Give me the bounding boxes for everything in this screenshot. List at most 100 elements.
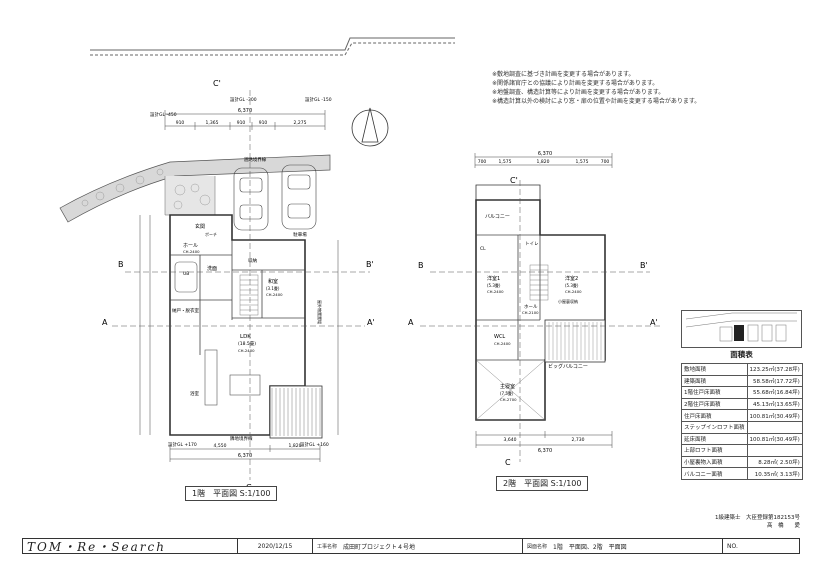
area-row-label: 建築面積: [681, 374, 748, 388]
area-row-label: ステップインロフト面積: [681, 420, 748, 434]
project-label: 工事名称: [317, 543, 338, 550]
section-mark-a-2f: A: [408, 318, 414, 327]
gl-mark-2: 設計GL -450: [150, 111, 177, 118]
note-3: ※地盤調査、構造計算等により計画を変更する場合があります。: [492, 89, 665, 96]
area-row: 上部ロフト面積: [681, 444, 803, 457]
section-mark-a-prime-2f: A': [650, 318, 658, 327]
room-cl: CL: [480, 246, 486, 252]
note-4: ※構造計算以外の検討により窓・扉の位置や計画を変更する場合があります。: [492, 98, 701, 105]
section-mark-c-prime-2f: C': [510, 176, 518, 185]
area-row-value: [746, 444, 803, 457]
room-ldk-ch: CH-2400: [238, 348, 255, 353]
room-master: 主寝室: [500, 383, 515, 390]
area-row-label: 上部ロフト面積: [681, 444, 748, 457]
room-hall-2f: ホール: [524, 304, 538, 310]
room-master-area: (7.5畳): [500, 390, 514, 396]
note-2: ※関係諸官庁との協議により計画を変更する場合があります。: [492, 80, 659, 87]
parking-area: [233, 164, 317, 231]
area-row-value: 100.81㎡(30.49坪): [746, 432, 803, 446]
room-hall-ch: CH-2400: [183, 249, 200, 254]
plan1-dim-top-3: 910: [237, 120, 246, 126]
project-cell: 工事名称 成田町プロジェクト４号地: [313, 539, 523, 553]
road-boundary: [90, 37, 455, 56]
gl-mark-4: 設計GL +170: [168, 441, 197, 448]
room-wcl-ch: CH-2400: [494, 341, 511, 346]
drawing-cell: 図面名称 1階 平面図、2階 平面図: [523, 539, 723, 553]
room-big-balcony: ビッグバルコニー: [548, 363, 588, 370]
outdoor-storage-label: 屋外物置置場: [317, 300, 323, 324]
area-row-value: 10.35㎡( 3.13坪): [746, 467, 803, 480]
area-row-label: 小屋裏物入面積: [681, 455, 748, 469]
room-master-ch: CH-2700: [500, 397, 517, 402]
wood-deck: [269, 385, 323, 439]
room-ub: UB: [183, 271, 189, 277]
room-toilet: トイレ: [525, 242, 539, 247]
section-mark-b-2f: B: [418, 261, 424, 270]
plan2-dim-top-3: 1,820: [537, 159, 550, 165]
section-mark-a: A: [102, 318, 108, 327]
room-japanese: 和室: [268, 278, 278, 285]
neighbor-boundary-label: 隣地境界線: [230, 435, 253, 442]
section-mark-b: B: [118, 260, 124, 269]
plan1-dim-top-5: 2,275: [294, 120, 307, 126]
area-row-value: 45.13㎡(13.65坪): [746, 397, 803, 411]
drawing-number: NO.: [727, 542, 738, 550]
plan1-dim-top-4: 910: [259, 120, 268, 126]
architect-info: 1級建築士 大臣登録第182153号 髙 橋 愛: [690, 514, 800, 530]
big-balcony: [544, 319, 606, 363]
area-row-value: 100.81㎡(30.49坪): [746, 409, 803, 422]
stairs-1f: [239, 274, 259, 316]
area-table-title: 面積表: [730, 350, 753, 359]
stone-wall: [59, 154, 331, 223]
gl-mark-1: 設計GL -300: [230, 96, 257, 103]
drawing-name: 1階 平面図、2階 平面図: [553, 543, 627, 551]
area-row-label: 延床面積: [681, 432, 748, 446]
room-japanese-area: (3.1畳): [266, 285, 280, 291]
area-row-value: 8.28㎡( 2.50坪): [746, 455, 803, 469]
plan2-walls: [475, 184, 606, 421]
bathtub-icon: [174, 261, 198, 293]
plan2-dim-top-2: 1,575: [499, 159, 512, 165]
room-bedroom2-ch: CH-2400: [565, 289, 582, 294]
plan1-dim-bottom-total: 6,370: [238, 453, 252, 459]
area-row-value: 58.58㎡(17.72坪): [746, 374, 803, 388]
room-storage: 収納: [248, 257, 257, 264]
plan1-caption: 1階 平面図 S:1/100: [185, 486, 278, 501]
title-block: TOM・Re・Search 2020/12/15 工事名称 成田町プロジェクト４…: [22, 538, 800, 554]
plan-2f: 6,370 700 1,575 1,820 1,575 700: [408, 151, 660, 467]
gl-mark-5: 設計GL +160: [300, 441, 329, 448]
plan2-dim-bottom-2: 2,730: [572, 437, 585, 443]
area-row-label: バルコニー面積: [681, 467, 748, 480]
area-row-label: 住戸床面積: [681, 409, 748, 422]
room-bath: 浴室: [190, 390, 199, 397]
room-bedroom2: 洋室2: [565, 275, 578, 282]
section-mark-b-prime-2f: B': [640, 261, 648, 270]
room-entrance: 玄関: [195, 223, 205, 230]
room-pantry: 納戸・脱衣室: [172, 307, 199, 314]
room-japanese-ch: CH-2400: [266, 292, 283, 297]
room-washroom: 洗面: [207, 265, 217, 272]
plan1-dim-top-1: 910: [176, 120, 185, 126]
room-bedroom1-area: (5.3畳): [487, 282, 501, 288]
stairs-2f: [529, 264, 549, 301]
plan1-dim-top-total: 6,370: [238, 108, 252, 114]
section-mark-c-prime: C': [213, 79, 221, 88]
room-wcl: WCL: [494, 334, 505, 340]
plan2-dim-top-5: 700: [601, 159, 610, 165]
area-row-label: 1階住戸床面積: [681, 386, 748, 399]
architect-registration: 1級建築士 大臣登録第182153号: [715, 515, 800, 521]
area-row-value: 55.68㎡(16.84坪): [746, 386, 803, 399]
plan1-dim-bottom-1: 4,550: [214, 443, 227, 449]
gl-mark-3: 設計GL -150: [305, 96, 332, 103]
site-key-map: [681, 310, 802, 348]
area-row-label: 敷地面積: [681, 363, 748, 376]
